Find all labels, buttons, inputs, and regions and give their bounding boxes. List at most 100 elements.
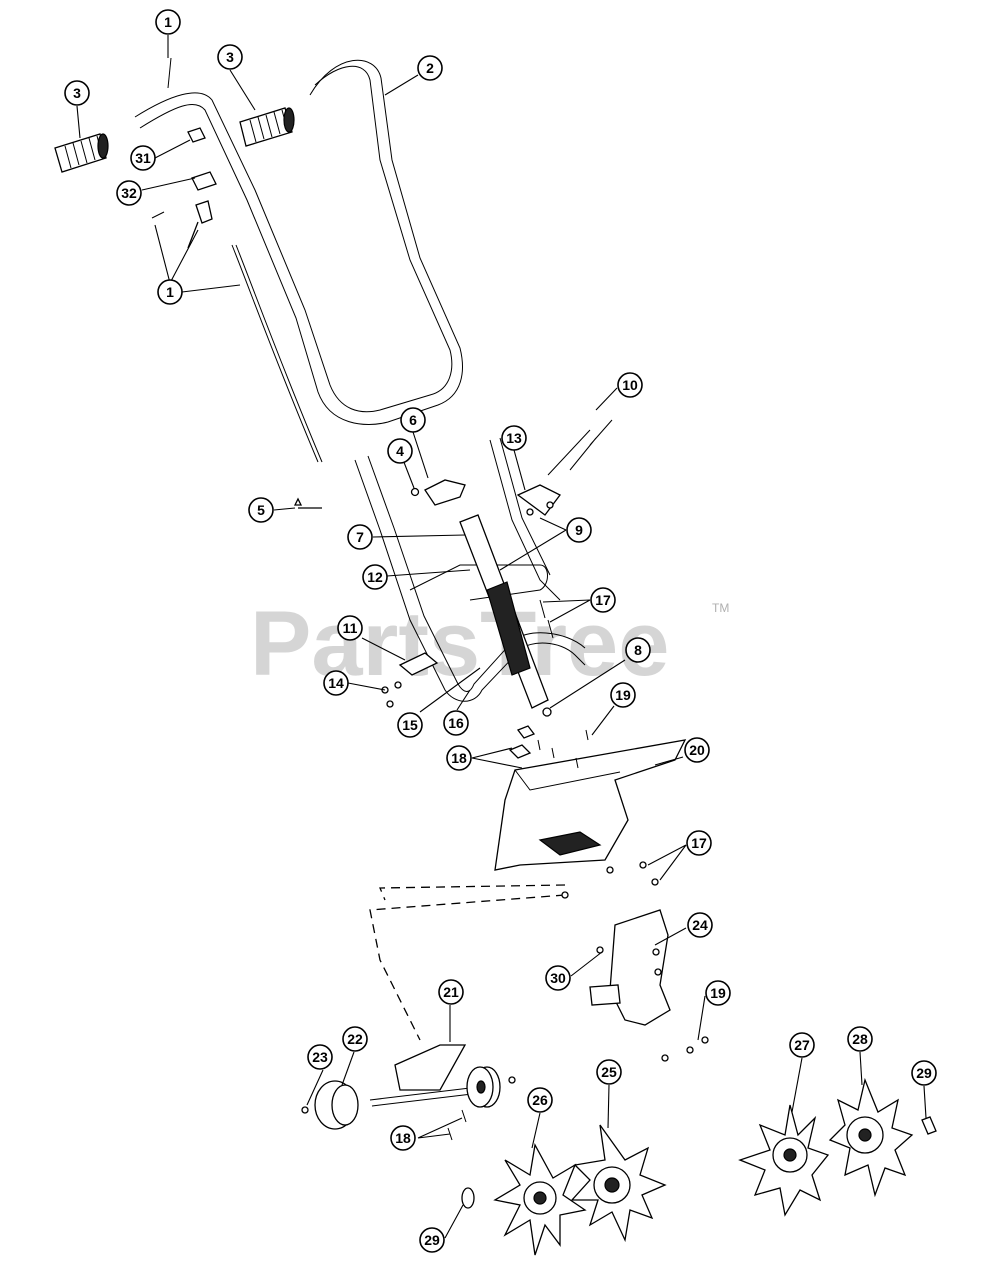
tine-27 xyxy=(738,1104,830,1217)
callout-1-top: 1 xyxy=(155,9,181,35)
transmission xyxy=(589,909,671,1026)
svg-text:18: 18 xyxy=(395,1130,411,1146)
svg-text:14: 14 xyxy=(328,675,344,691)
clip-32 xyxy=(191,171,217,191)
callout-19-upper: 19 xyxy=(610,682,636,708)
nuts-17-lower xyxy=(561,861,659,899)
hardware-30-19 xyxy=(596,946,709,1062)
nut-23 xyxy=(301,1106,309,1114)
tine-25 xyxy=(570,1124,667,1243)
retaining-clip-29-right xyxy=(921,1116,937,1135)
callout-5: 5 xyxy=(248,497,274,523)
tine-28 xyxy=(828,1077,914,1198)
callout-20: 20 xyxy=(684,737,710,763)
callout-29-left: 29 xyxy=(419,1227,445,1253)
tine-shield xyxy=(494,739,687,871)
callout-8: 8 xyxy=(625,637,651,663)
callout-32: 32 xyxy=(116,180,142,206)
callout-16: 16 xyxy=(443,710,469,736)
knob-6 xyxy=(410,479,466,506)
lever-pin xyxy=(151,211,165,219)
svg-text:25: 25 xyxy=(601,1064,617,1080)
upper-handle xyxy=(134,59,463,425)
svg-text:32: 32 xyxy=(121,185,137,201)
svg-text:29: 29 xyxy=(424,1232,440,1248)
svg-text:12: 12 xyxy=(367,569,383,585)
svg-text:10: 10 xyxy=(622,377,638,393)
handle-grip-left xyxy=(54,133,109,173)
nut-8 xyxy=(542,707,552,717)
callout-2: 2 xyxy=(417,55,443,81)
svg-text:17: 17 xyxy=(595,592,611,608)
svg-text:15: 15 xyxy=(402,717,418,733)
carriage-bolt-5 xyxy=(293,497,322,509)
callout-3-left: 3 xyxy=(64,80,90,106)
hardware-18-19-upper xyxy=(508,725,589,769)
svg-text:1: 1 xyxy=(164,14,172,30)
svg-text:13: 13 xyxy=(506,430,522,446)
callout-9: 9 xyxy=(566,517,592,543)
callout-10: 10 xyxy=(617,372,643,398)
svg-text:30: 30 xyxy=(550,970,566,986)
svg-text:5: 5 xyxy=(257,502,265,518)
callout-7: 7 xyxy=(347,524,373,550)
svg-text:9: 9 xyxy=(575,522,583,538)
svg-text:26: 26 xyxy=(532,1092,548,1108)
control-cable xyxy=(231,244,323,463)
callout-6: 6 xyxy=(400,407,426,433)
svg-text:20: 20 xyxy=(689,742,705,758)
callout-22: 22 xyxy=(342,1026,368,1052)
callout-3-right: 3 xyxy=(217,44,243,70)
svg-text:23: 23 xyxy=(312,1049,328,1065)
callout-14: 14 xyxy=(323,670,349,696)
svg-text:7: 7 xyxy=(356,529,364,545)
callout-18-lower: 18 xyxy=(390,1125,416,1151)
callout-11: 11 xyxy=(337,615,363,641)
callout-28: 28 xyxy=(847,1026,873,1052)
svg-text:19: 19 xyxy=(710,985,726,1001)
svg-text:11: 11 xyxy=(343,620,358,636)
lower-handle-frame xyxy=(354,437,586,702)
leader-lines xyxy=(76,35,927,1239)
control-lever xyxy=(187,200,213,249)
wheel-right xyxy=(466,1066,501,1108)
callout-26: 26 xyxy=(527,1087,553,1113)
svg-text:8: 8 xyxy=(634,642,642,658)
callout-25: 25 xyxy=(596,1059,622,1085)
svg-text:16: 16 xyxy=(448,715,464,731)
handle-grip-right xyxy=(239,107,295,147)
svg-text:1: 1 xyxy=(166,284,174,300)
callout-31: 31 xyxy=(130,145,156,171)
bolts-18-lower xyxy=(447,1109,467,1141)
callout-21: 21 xyxy=(438,979,464,1005)
depth-bar-dashed-path xyxy=(369,884,566,1041)
bracket-9-13 xyxy=(516,484,561,516)
svg-text:21: 21 xyxy=(443,984,459,1000)
retaining-clip-29-left xyxy=(461,1187,475,1209)
svg-text:4: 4 xyxy=(396,443,404,459)
svg-text:31: 31 xyxy=(135,150,151,166)
callout-29-right: 29 xyxy=(911,1060,937,1086)
svg-text:3: 3 xyxy=(73,85,81,101)
callout-19-lower: 19 xyxy=(705,980,731,1006)
callout-17-lower: 17 xyxy=(686,830,712,856)
clip-31 xyxy=(187,127,206,143)
svg-text:17: 17 xyxy=(691,835,707,851)
callout-27: 27 xyxy=(789,1032,815,1058)
svg-text:29: 29 xyxy=(916,1065,932,1081)
wheel-bracket xyxy=(369,1044,473,1107)
svg-text:19: 19 xyxy=(615,687,631,703)
callout-12: 12 xyxy=(362,564,388,590)
watermark-trademark: TM xyxy=(712,601,729,615)
nut-bracket xyxy=(508,1076,516,1084)
svg-text:22: 22 xyxy=(347,1031,363,1047)
svg-text:6: 6 xyxy=(409,412,417,428)
svg-text:27: 27 xyxy=(794,1037,810,1053)
callout-17-upper: 17 xyxy=(590,587,616,613)
top-bolt xyxy=(167,57,172,89)
callout-15: 15 xyxy=(397,712,423,738)
handle-column xyxy=(459,514,549,709)
svg-text:3: 3 xyxy=(226,49,234,65)
callout-30: 30 xyxy=(545,965,571,991)
svg-text:28: 28 xyxy=(852,1031,868,1047)
